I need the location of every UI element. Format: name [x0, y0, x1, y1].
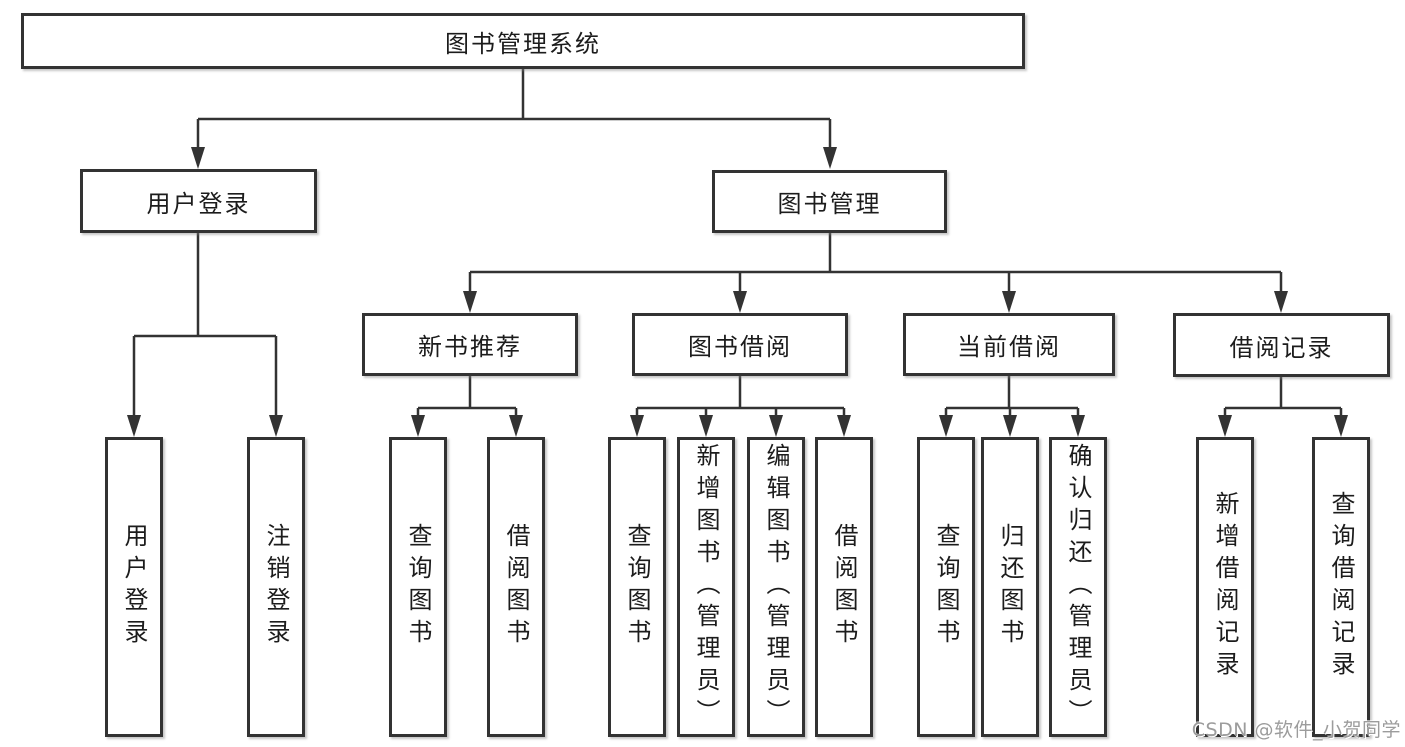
leaf-query-book-borrow: 查询图书: [608, 437, 666, 737]
connector-book-borrow-children: [630, 376, 851, 437]
leaf-user-login: 用户登录: [105, 437, 163, 737]
connector-new-book-children: [411, 376, 523, 437]
leaf-logout: 注销登录: [247, 437, 305, 737]
leaf-query-book-newbook-label: 查询图书: [404, 523, 432, 651]
leaf-add-borrow-record: 新增借阅记录: [1196, 437, 1254, 737]
leaf-confirm-return-admin: 确认归还（管理员）: [1049, 437, 1107, 737]
leaf-user-login-label: 用户登录: [120, 523, 148, 651]
node-borrow-record-label: 借阅记录: [1229, 333, 1334, 362]
leaf-query-borrow-record-label: 查询借阅记录: [1327, 491, 1355, 683]
leaf-query-borrow-record: 查询借阅记录: [1312, 437, 1370, 737]
leaf-add-book-admin-label: 新增图书（管理员）: [692, 443, 720, 731]
leaf-add-borrow-record-label: 新增借阅记录: [1211, 491, 1239, 683]
leaf-borrow-book-newbook-label: 借阅图书: [502, 523, 530, 651]
node-new-book-recommend: 新书推荐: [362, 313, 578, 376]
leaf-query-book-current: 查询图书: [917, 437, 975, 737]
node-root-label: 图书管理系统: [445, 29, 601, 58]
node-borrow-record: 借阅记录: [1173, 313, 1390, 377]
connector-book-mgmt-to-level3: [463, 233, 1288, 313]
leaf-query-book-borrow-label: 查询图书: [623, 523, 651, 651]
node-root: 图书管理系统: [21, 13, 1025, 69]
node-current-borrow-label: 当前借阅: [957, 333, 1061, 361]
node-book-management: 图书管理: [712, 170, 947, 233]
node-book-borrow: 图书借阅: [632, 313, 848, 376]
leaf-logout-label: 注销登录: [262, 523, 290, 651]
watermark: CSDN @软件_小贺同学: [1191, 719, 1401, 741]
leaf-query-book-newbook: 查询图书: [389, 437, 447, 737]
node-current-borrow: 当前借阅: [903, 313, 1115, 376]
leaf-edit-book-admin-label: 编辑图书（管理员）: [762, 443, 790, 731]
leaf-borrow-book-borrow: 借阅图书: [815, 437, 873, 737]
leaf-edit-book-admin: 编辑图书（管理员）: [747, 437, 805, 737]
leaf-query-book-current-label: 查询图书: [932, 523, 960, 651]
connector-root-to-level2: [191, 69, 837, 169]
connector-borrow-record-children: [1218, 377, 1348, 437]
node-book-borrow-label: 图书借阅: [688, 333, 792, 361]
node-user-login: 用户登录: [80, 169, 317, 233]
leaf-confirm-return-admin-label: 确认归还（管理员）: [1064, 443, 1092, 731]
leaf-borrow-book-borrow-label: 借阅图书: [830, 523, 858, 651]
leaf-add-book-admin: 新增图书（管理员）: [677, 437, 735, 737]
leaf-return-book-label: 归还图书: [996, 523, 1024, 651]
node-book-management-label: 图书管理: [777, 190, 882, 218]
node-new-book-recommend-label: 新书推荐: [418, 333, 522, 361]
leaf-borrow-book-newbook: 借阅图书: [487, 437, 545, 737]
node-user-login-label: 用户登录: [146, 189, 251, 218]
connector-user-login-children: [127, 233, 283, 437]
connector-current-borrow-children: [939, 376, 1085, 437]
leaf-return-book: 归还图书: [981, 437, 1039, 737]
